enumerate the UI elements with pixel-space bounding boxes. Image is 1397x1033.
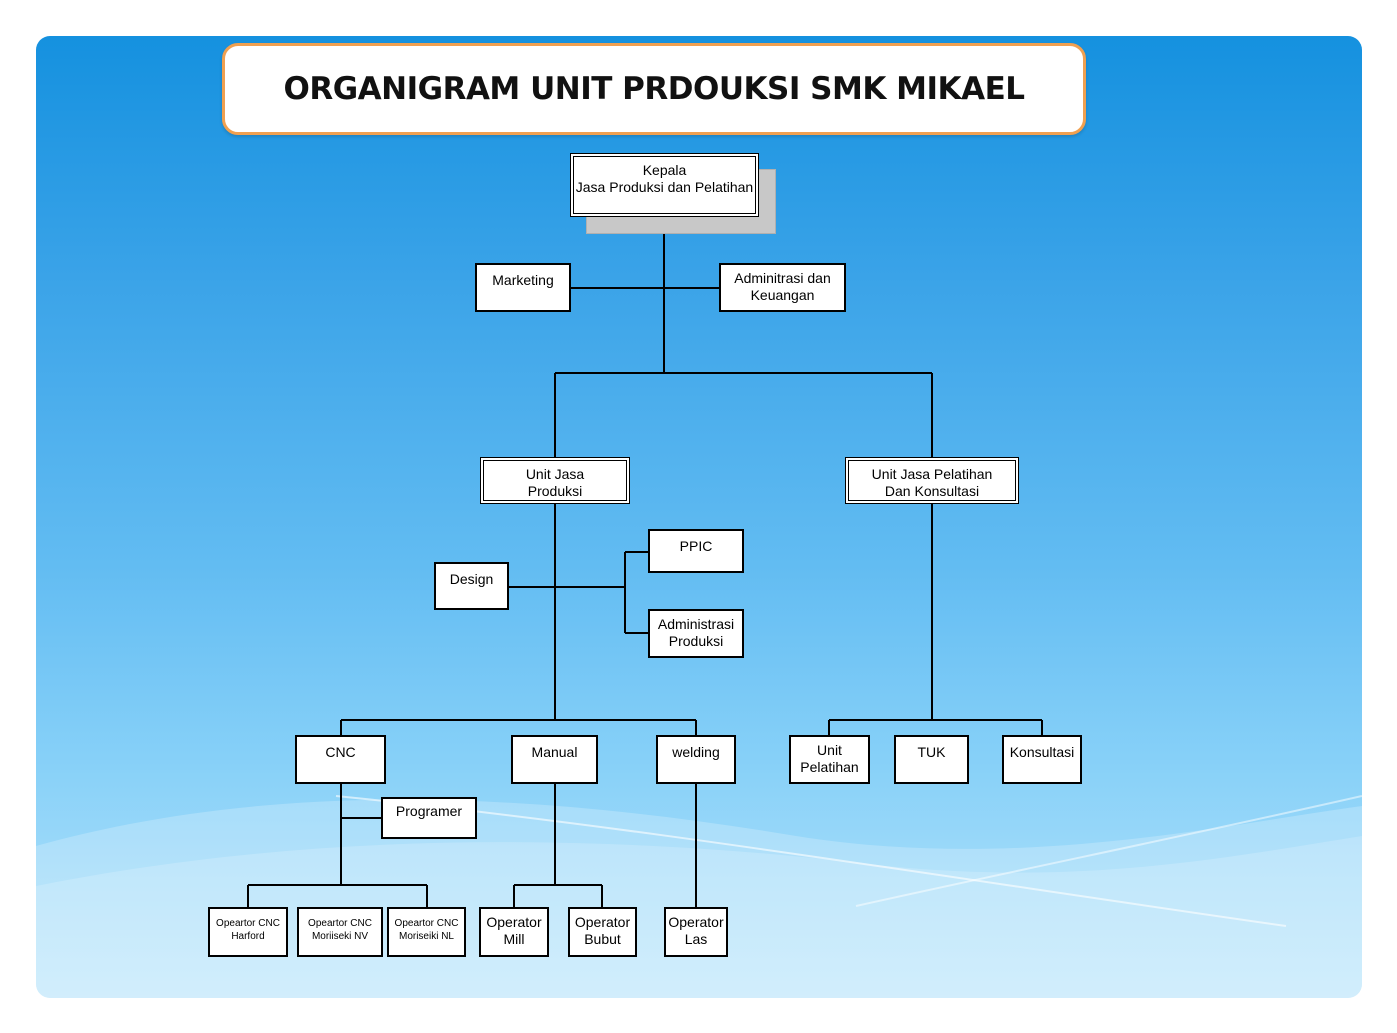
node-kepala: Kepala Jasa Produksi dan Pelatihan [570, 153, 759, 217]
node-operator-cnc-moriseki-nl: Opeartor CNC Moriseiki NL [387, 907, 466, 957]
node-administrasi-produksi: Administrasi Produksi [648, 609, 744, 658]
node-tuk: TUK [894, 735, 969, 784]
node-operator-las: Operator Las [664, 907, 728, 957]
node-manual: Manual [511, 735, 598, 784]
node-design: Design [434, 562, 509, 610]
node-cnc: CNC [295, 735, 386, 784]
node-unit-pelatihan: Unit Pelatihan [789, 735, 870, 784]
node-operator-mill: Operator Mill [479, 907, 549, 957]
node-programer: Programer [381, 797, 477, 839]
node-operator-cnc-harford: Opeartor CNC Harford [208, 907, 288, 957]
node-unit-jasa-produksi: Unit Jasa Produksi [480, 457, 630, 504]
node-unit-jasa-pelatihan: Unit Jasa Pelatihan Dan Konsultasi [845, 457, 1019, 504]
node-marketing: Marketing [475, 263, 571, 312]
node-administrasi-keuangan: Adminitrasi dan Keuangan [719, 263, 846, 312]
node-operator-cnc-moriseki-nv: Opeartor CNC Moriiseki NV [297, 907, 383, 957]
node-welding: welding [656, 735, 736, 784]
node-konsultasi: Konsultasi [1002, 735, 1082, 784]
title-box: ORGANIGRAM UNIT PRDOUKSI SMK MIKAEL [222, 43, 1086, 135]
node-ppic: PPIC [648, 529, 744, 573]
page-title: ORGANIGRAM UNIT PRDOUKSI SMK MIKAEL [283, 71, 1025, 107]
node-operator-bubut: Operator Bubut [568, 907, 637, 957]
